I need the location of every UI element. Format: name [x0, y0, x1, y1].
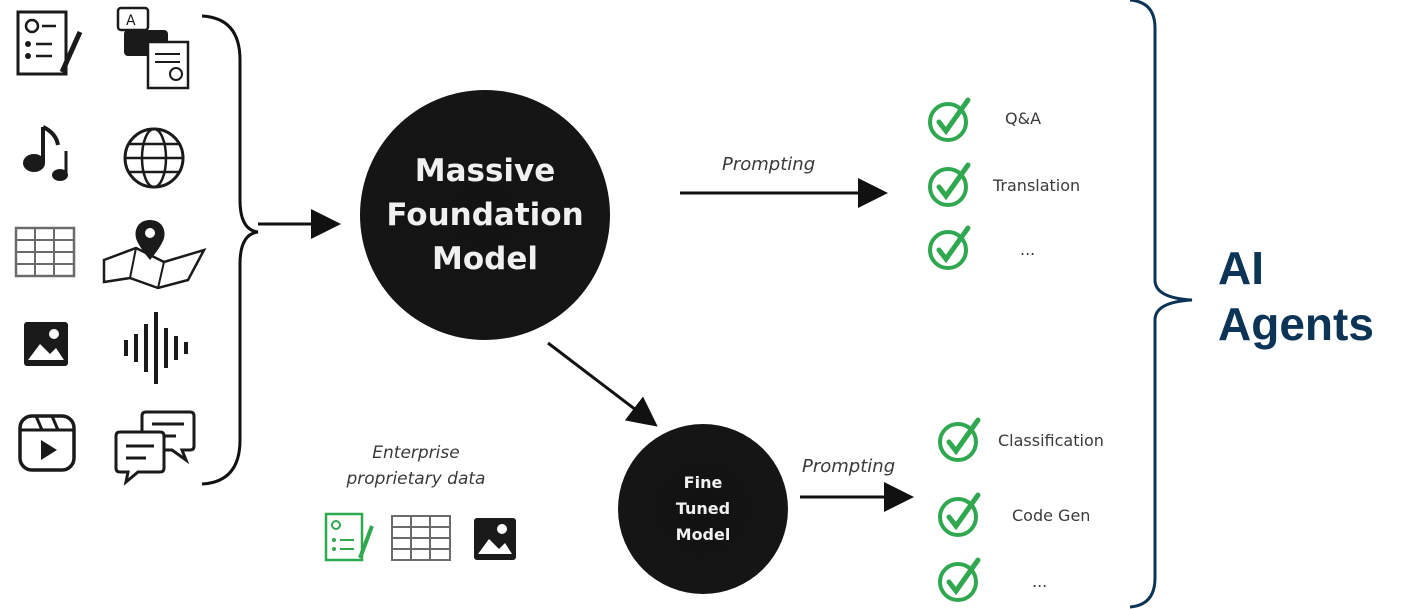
- enterprise-document-icon: [324, 512, 374, 562]
- input-brace: [201, 14, 259, 486]
- ai-agents-label: AI Agents: [1218, 240, 1374, 352]
- fine-tuned-line1: Fine: [683, 473, 723, 492]
- check-icon: [928, 162, 971, 207]
- fine-tuned-model-node: Fine Tuned Model: [618, 424, 788, 594]
- ai-agents-line2: Agents: [1218, 298, 1374, 350]
- table-icon: [14, 226, 76, 278]
- foundation-model-line3: Model: [432, 241, 538, 277]
- document-icon: [16, 10, 83, 76]
- foundation-model-line2: Foundation: [386, 197, 584, 233]
- chat-bubbles-icon: A: [116, 6, 190, 90]
- output-more-top: ...: [1020, 240, 1036, 259]
- prompting-bottom-label: Prompting: [802, 456, 896, 477]
- foundation-model-line1: Massive: [414, 153, 556, 189]
- output-qa: Q&A: [1005, 109, 1042, 128]
- check-icon: [938, 557, 981, 602]
- output-classification: Classification: [998, 431, 1104, 450]
- output-code-gen: Code Gen: [1012, 506, 1091, 525]
- enterprise-table-icon: [391, 515, 451, 561]
- prompting-top-label: Prompting: [722, 154, 816, 175]
- enterprise-line2: proprietary data: [346, 469, 486, 489]
- fine-tuned-model-label: Fine Tuned Model: [676, 470, 731, 548]
- check-icon: [938, 492, 981, 537]
- fine-tuned-line2: Tuned: [675, 499, 731, 518]
- finetune-arrow: [547, 341, 658, 427]
- ai-agents-line1: AI: [1218, 242, 1264, 294]
- foundation-model-node: Massive Foundation Model: [360, 90, 610, 340]
- output-translation: Translation: [993, 176, 1081, 195]
- fine-tuned-line3: Model: [675, 525, 731, 544]
- svg-text:A: A: [126, 13, 136, 29]
- enterprise-data-label: Enterprise proprietary data: [306, 440, 526, 492]
- check-icon: [928, 225, 971, 270]
- map-pin-icon: [102, 220, 207, 290]
- check-icon: [928, 97, 971, 142]
- agents-brace: [1129, 0, 1193, 609]
- globe-icon: [123, 127, 185, 189]
- output-more-bottom: ...: [1032, 572, 1048, 591]
- video-play-icon: [18, 414, 76, 472]
- audio-wave-icon: [124, 312, 188, 384]
- enterprise-image-icon: [474, 518, 516, 560]
- foundation-model-label: Massive Foundation Model: [386, 149, 583, 281]
- music-note-icon: [23, 125, 68, 181]
- check-icon: [938, 417, 981, 462]
- comments-icon: [114, 410, 196, 486]
- enterprise-line1: Enterprise: [372, 443, 460, 463]
- image-icon: [24, 322, 68, 366]
